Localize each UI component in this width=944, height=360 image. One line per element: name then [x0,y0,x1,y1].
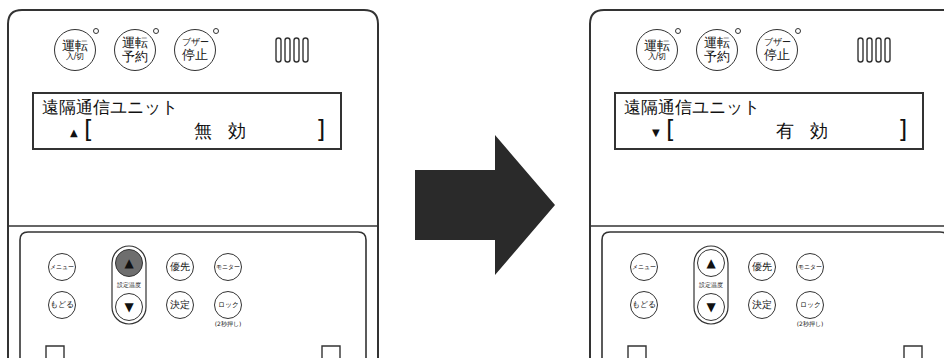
button-label: もどる [632,301,656,309]
display-symbol: ] [898,118,907,143]
display-screen: 遠隔通信ユニット ▼ [ 有効] [614,92,924,150]
button-label: 入/切 [648,53,667,61]
button-label: 運転 [644,39,670,53]
button-label: ▲ [124,257,133,270]
button-label: 入/切 [66,53,85,61]
button-label: メニュー [50,264,74,270]
display-symbol: ] [316,118,325,143]
enter-button: 決定 [166,291,194,319]
remote-panel [590,10,944,358]
power-button: 運転入/切 [54,29,96,71]
button-label: 決定 [170,300,190,311]
button-caption: 設定温度 [117,281,141,290]
down-button: ▼ [115,293,143,321]
menu-button: メニュー [630,253,658,281]
display-screen: 遠隔通信ユニット ▲ [ 無効] [32,92,342,150]
button-label: 運転 予約 [704,36,731,63]
buzzer-stop-button: ブザー停止 [174,29,216,71]
button-label: 停止 [182,48,208,62]
up-button: ▲ [697,249,725,277]
timer-button: 運転 予約 [696,29,738,71]
back-button: もどる [48,291,76,319]
priority-button: 優先 [166,253,194,281]
back-button: もどる [630,291,658,319]
button-label: モニター [798,264,822,270]
button-label: ブザー [182,38,209,47]
setting-value: 無効 [194,122,262,141]
transition-arrow [415,135,555,275]
down-button: ▼ [697,293,725,321]
button-label: メニュー [632,264,656,270]
button-label: 優先 [752,262,772,273]
monitor-button: モニター [214,253,242,281]
button-label: モニター [216,264,240,270]
button-label: ▼ [706,301,715,314]
priority-button: 優先 [748,253,776,281]
display-symbol: ▲ [70,128,78,139]
button-label: もどる [50,301,74,309]
button-label: (2秒押し) [797,321,824,327]
lock-button: ロック(2秒押し) [214,291,242,319]
button-label: ブザー [764,38,791,47]
monitor-button: モニター [796,253,824,281]
menu-title: 遠隔通信ユニット [42,99,178,117]
button-label: 運転 予約 [122,36,149,63]
enter-button: 決定 [748,291,776,319]
up-button: ▲ [115,249,143,277]
button-label: ▼ [124,301,133,314]
button-label: 優先 [170,262,190,273]
power-button: 運転入/切 [636,29,678,71]
remote-panel [8,10,378,358]
menu-title: 遠隔通信ユニット [624,99,760,117]
button-label: 決定 [752,300,772,311]
button-label: 運転 [62,39,88,53]
button-label: ▲ [706,257,715,270]
buzzer-stop-button: ブザー停止 [756,29,798,71]
button-label: (2秒押し) [215,321,242,327]
timer-button: 運転 予約 [114,29,156,71]
lock-button: ロック(2秒押し) [796,291,824,319]
button-label: ロック [218,301,239,309]
setting-value: 有効 [776,122,844,141]
display-symbol: [ [84,118,93,143]
button-label: 停止 [764,48,790,62]
display-symbol: [ [666,118,675,143]
menu-button: メニュー [48,253,76,281]
button-label: ロック [800,301,821,309]
display-symbol: ▼ [652,128,660,139]
button-caption: 設定温度 [699,281,723,290]
